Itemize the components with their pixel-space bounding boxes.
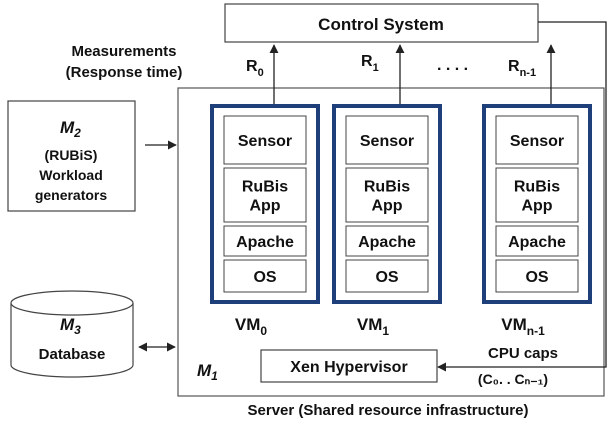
response-label-rn: Rn-1 — [508, 58, 536, 79]
hypervisor-label: Xen Hypervisor — [290, 359, 407, 376]
workload-workload-label: Workload — [39, 167, 103, 183]
vm-name-label: VM1 — [357, 315, 390, 338]
vm-component-label: Apache — [236, 234, 294, 251]
control-system-label: Control System — [318, 15, 444, 34]
vm-component-box — [495, 259, 579, 293]
vm-component-label: Sensor — [510, 133, 564, 150]
vm-component-box — [223, 259, 307, 293]
response-label-r0: R0 — [246, 58, 264, 79]
vm-component-box — [345, 167, 429, 223]
response-time-label: (Response time) — [66, 64, 183, 81]
vm-component-label: OS — [253, 269, 276, 286]
responses-ellipsis: . . . . — [437, 57, 468, 74]
vm-component-label: App — [249, 198, 280, 215]
vm-component-label: App — [371, 198, 402, 215]
vm-component-box — [495, 115, 579, 165]
workload-generators-label: generators — [35, 187, 108, 203]
vm-component-label: Sensor — [238, 133, 292, 150]
response-arrows — [269, 44, 556, 105]
vm-component-box — [223, 225, 307, 257]
vm-name-label: VM0 — [235, 315, 268, 338]
vm-component-label: RuBis — [364, 179, 410, 196]
server-box — [177, 87, 605, 397]
vm-component-label: Apache — [358, 234, 416, 251]
vm-component-box — [345, 225, 429, 257]
vm-component-label: App — [521, 198, 552, 215]
vm-component-label: Sensor — [360, 133, 414, 150]
workload-generators-box — [7, 100, 136, 212]
server-machine-label: M1 — [197, 361, 218, 383]
server-caption: Server (Shared resource infrastructure) — [248, 402, 529, 419]
vm-component-box — [223, 167, 307, 223]
vm-component-box — [223, 115, 307, 165]
vm-name-label: VMn-1 — [501, 315, 545, 338]
vm-component-label: OS — [375, 269, 398, 286]
response-label-r1: R1 — [361, 53, 379, 74]
vm-component-box — [495, 225, 579, 257]
workload-rubis-label: (RUBiS) — [45, 147, 98, 163]
vm-component-box — [495, 167, 579, 223]
cpu-caps-feedback-line — [437, 21, 607, 372]
measurements-label: Measurements — [71, 43, 176, 60]
vm-group: SensorRuBisAppApacheOSVM0SensorRuBisAppA… — [210, 104, 592, 338]
cpu-caps-range-label: (C₀. . Cₙ₋₁) — [478, 371, 548, 387]
database-machine-label: M3 — [60, 315, 81, 337]
hypervisor-box — [260, 349, 438, 383]
vm-component-box — [345, 259, 429, 293]
database-cylinder — [10, 290, 134, 378]
workload-machine-label: M2 — [60, 118, 81, 140]
cpu-caps-label: CPU caps — [488, 345, 558, 362]
control-system-box — [224, 3, 539, 43]
vm-component-label: Apache — [508, 234, 566, 251]
database-label: Database — [39, 346, 106, 363]
vm-component-box — [345, 115, 429, 165]
vm-component-label: OS — [525, 269, 548, 286]
vm-component-label: RuBis — [242, 179, 288, 196]
vm-component-label: RuBis — [514, 179, 560, 196]
